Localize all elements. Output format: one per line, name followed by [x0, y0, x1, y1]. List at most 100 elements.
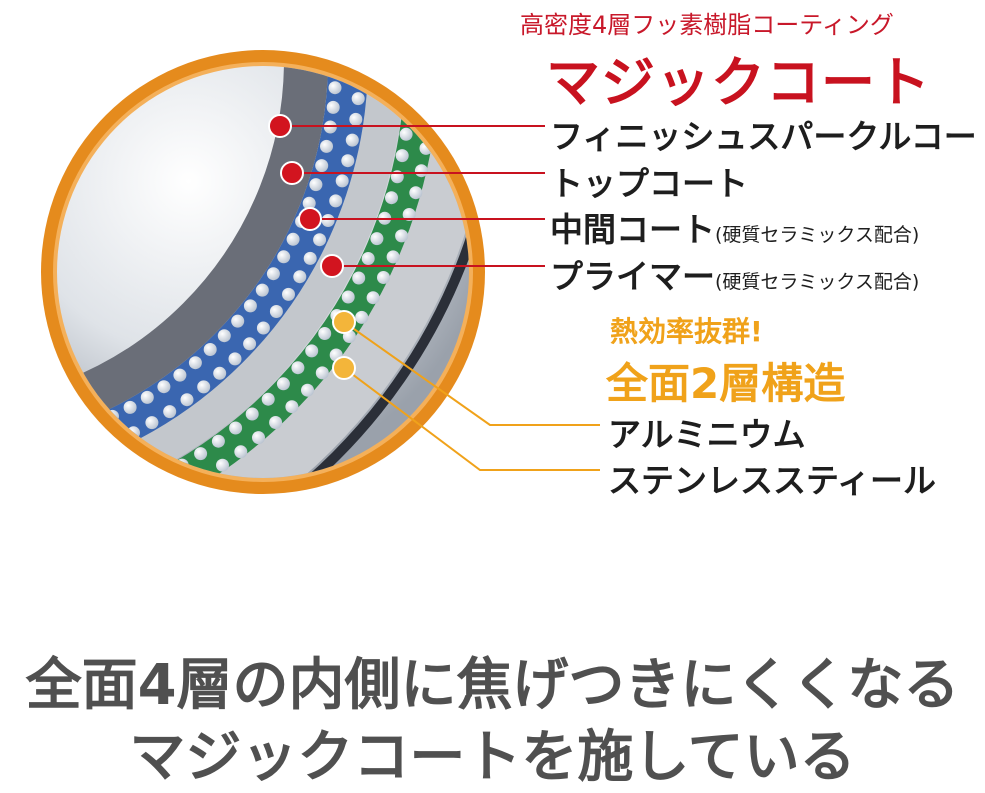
ceramic-particle	[395, 149, 409, 163]
ceramic-particle	[352, 271, 366, 285]
ceramic-particle	[321, 214, 335, 227]
ceramic-particle	[137, 479, 150, 492]
ceramic-particle	[326, 100, 340, 114]
ceramic-particle	[303, 251, 317, 265]
ceramic-particle	[309, 178, 323, 192]
ceramic-particle	[180, 393, 194, 407]
ceramic-particle	[178, 483, 191, 496]
ceramic-particle	[427, 74, 441, 88]
callout-dot-finish	[268, 114, 292, 138]
ceramic-particle	[77, 503, 90, 516]
callout-dots-base	[332, 310, 356, 380]
ceramic-particle	[277, 250, 291, 264]
stainless-steel-label: ステンレススティール	[608, 461, 937, 500]
ceramic-particle	[366, 291, 380, 305]
ceramic-particle	[385, 191, 398, 205]
ceramic-particle	[213, 366, 227, 380]
ceramic-particle	[211, 434, 225, 448]
ceramic-particle	[377, 271, 390, 284]
ceramic-particle	[256, 321, 270, 335]
ceramic-particle	[137, 504, 150, 517]
ceramic-particle	[404, 84, 418, 98]
ceramic-particle	[405, 66, 419, 76]
ceramic-particle	[345, 133, 359, 147]
layer-name: トップコート	[550, 164, 748, 203]
ceramic-particle	[341, 290, 355, 304]
ceramic-particle	[386, 250, 400, 264]
ceramic-particle	[351, 92, 365, 106]
ceramic-particle	[370, 232, 384, 246]
callout-dot-middle	[298, 207, 322, 231]
ceramic-particle	[320, 139, 333, 153]
ceramic-particle	[73, 527, 86, 540]
ceramic-particle	[203, 343, 217, 356]
ceramic-particle	[140, 390, 154, 404]
ceramic-particle	[231, 314, 245, 328]
layer-note: (硬質セラミックス配合)	[715, 271, 920, 293]
callout-line-aluminum	[343, 321, 600, 426]
callout-dot-top	[280, 161, 304, 185]
ceramic-particle	[335, 174, 349, 188]
ceramic-particle	[197, 380, 211, 394]
brand-title: マジックコート	[546, 51, 931, 114]
ceramic-particle	[157, 380, 171, 394]
ceramic-particle	[395, 229, 409, 243]
ceramic-particle	[313, 233, 327, 247]
layer-note: (硬質セラミックス配合)	[715, 224, 920, 246]
ceramic-particle	[32, 437, 45, 450]
ceramic-particle	[291, 361, 305, 375]
layer-label-middle: 中間コート(硬質セラミックス配合)	[550, 203, 919, 251]
layer-name: 中間コート	[550, 210, 715, 249]
layer-name: フィニッシュスパークルコート	[550, 117, 985, 156]
callout-dot-stainless	[332, 356, 356, 380]
ceramic-particle	[329, 194, 343, 208]
callout-dot-aluminum	[332, 310, 356, 334]
ceramic-particle	[315, 366, 329, 380]
two-layer-structure-label: 全面2層構造	[606, 359, 846, 408]
ceramic-particle	[286, 232, 300, 246]
ceramic-particle	[145, 416, 159, 430]
layer-name: プライマー	[550, 257, 715, 296]
caption-line-1: 全面4層の内側に焦げつきにくくなる	[25, 653, 960, 718]
ceramic-particle	[173, 368, 187, 382]
ceramic-particle	[69, 425, 83, 439]
ceramic-particles	[29, 66, 441, 546]
ceramic-particle	[285, 400, 299, 414]
ceramic-particle	[349, 112, 363, 126]
ceramic-particle	[95, 520, 108, 533]
ceramic-particle	[217, 329, 231, 343]
ceramic-particle	[57, 431, 64, 445]
callout-lines-base	[343, 321, 600, 471]
ceramic-particle	[69, 451, 83, 464]
ceramic-particle	[57, 457, 63, 471]
callout-lines-coating	[280, 125, 545, 267]
layer-label-finish: フィニッシュスパークルコート	[550, 110, 985, 158]
ceramic-particle	[269, 416, 283, 429]
ceramic-particle	[243, 299, 257, 313]
ceramic-particle	[88, 443, 102, 457]
coating-subtitle: 高密度4層フッ素樹脂コーティング	[520, 11, 894, 39]
ceramic-particle	[409, 186, 423, 200]
ceramic-particle	[234, 445, 248, 459]
ceramic-particle	[276, 377, 290, 391]
ceramic-particle	[29, 463, 42, 476]
layer-label-top: トップコート	[550, 157, 748, 205]
ceramic-particle	[228, 352, 242, 366]
callout-dots-coating	[268, 114, 344, 278]
ceramic-particle	[98, 496, 111, 509]
ceramic-particle	[282, 287, 295, 301]
layer-bands	[29, 66, 469, 546]
ceramic-particle	[305, 344, 319, 358]
ceramic-particle	[328, 81, 342, 95]
ceramic-particle	[402, 208, 416, 221]
ceramic-particle	[163, 405, 177, 419]
ceramic-particle	[245, 407, 259, 421]
coating-layer-diagram	[29, 50, 600, 546]
ceramic-particle	[414, 164, 428, 178]
ceramic-particle	[355, 310, 369, 324]
ceramic-particle	[361, 252, 375, 265]
ceramic-particle	[188, 356, 202, 370]
ceramic-particle	[252, 431, 265, 445]
heat-efficiency-label: 熱効率抜群!	[610, 315, 763, 348]
ceramic-particle	[51, 533, 64, 546]
